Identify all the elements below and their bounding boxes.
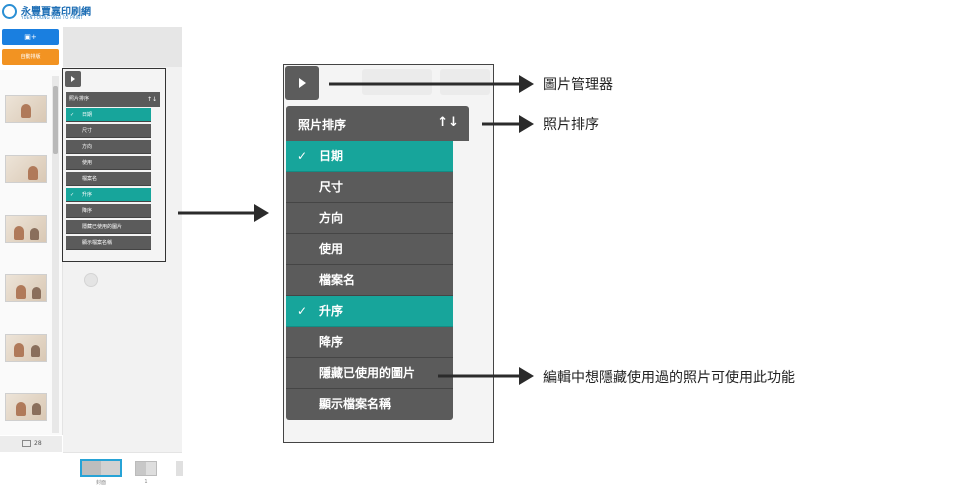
mini-sort-item-usage[interactable]: 使用 xyxy=(66,156,151,170)
sort-option-label: 尺寸 xyxy=(319,180,344,194)
check-icon: ✓ xyxy=(297,304,308,318)
sort-option-orientation[interactable]: 方向 xyxy=(286,203,453,234)
logo-title: 永豐賈嘉印刷網 xyxy=(21,7,91,18)
check-icon: ✓ xyxy=(70,192,75,198)
auto-fill-button[interactable]: 自動排版 xyxy=(2,49,59,65)
photo-thumbnail[interactable] xyxy=(5,274,47,302)
photo-thumbnail[interactable] xyxy=(5,215,47,243)
scrollbar-thumb[interactable] xyxy=(53,86,58,154)
annotation-photo-sort: 照片排序 xyxy=(543,117,599,133)
sort-option-ascending[interactable]: ✓ 升序 xyxy=(286,296,453,327)
photo-thumbnail[interactable] xyxy=(5,334,47,362)
mini-sort-item-descending[interactable]: 降序 xyxy=(66,204,151,218)
sort-option-label: 檔案名 xyxy=(319,273,356,287)
sort-panel-zoomed: 照片排序 ↑↓ ✓ 日期 尺寸 方向 使用 檔案名 ✓ 升序 降序 隱藏已使用的圖片… xyxy=(283,64,494,443)
photo-stack-icon xyxy=(22,440,31,447)
mini-sort-item-show-filename[interactable]: 顯示檔案名稱 xyxy=(66,236,151,250)
mini-sort-item-filename[interactable]: 檔案名 xyxy=(66,172,151,186)
logo-subtitle: YUEN FOONG WEB TO PRINT xyxy=(21,15,83,20)
sort-option-show-filename[interactable]: 顯示檔案名稱 xyxy=(286,389,453,420)
photo-thumbnail[interactable] xyxy=(5,393,47,421)
mini-image-manager-button[interactable] xyxy=(65,71,81,87)
photo-sort-title: 照片排序 xyxy=(298,118,347,132)
page-label-cover: 封面 xyxy=(95,480,106,486)
sort-option-usage[interactable]: 使用 xyxy=(286,234,453,265)
photo-count-bar: 28 xyxy=(0,436,62,452)
ghost-toolbar-button xyxy=(362,69,432,95)
sort-option-filename[interactable]: 檔案名 xyxy=(286,265,453,296)
photo-thumbnail[interactable] xyxy=(5,155,47,183)
sort-option-label: 方向 xyxy=(319,211,344,225)
page-label-1: 1 xyxy=(144,479,148,485)
check-icon: ✓ xyxy=(297,149,308,163)
mini-sort-panel: 照片排序 ↑↓ ✓日期 尺寸 方向 使用 檔案名 ✓升序 降序 隱藏已使用的圖片… xyxy=(62,68,166,262)
collapse-circle-icon[interactable] xyxy=(84,273,98,287)
mini-sort-item-size[interactable]: 尺寸 xyxy=(66,124,151,138)
photo-sort-header[interactable]: 照片排序 ↑↓ xyxy=(286,106,469,141)
mini-sort-item-hide-used[interactable]: 隱藏已使用的圖片 xyxy=(66,220,151,234)
page-thumbnail-cover[interactable] xyxy=(80,459,122,477)
sort-option-label: 日期 xyxy=(319,149,344,163)
page-thumbnail-2[interactable] xyxy=(176,461,183,476)
sort-option-label: 升序 xyxy=(319,304,344,318)
mini-sort-title: 照片排序 xyxy=(69,96,90,102)
annotation-image-manager: 圖片管理器 xyxy=(543,77,613,93)
photo-thumbnail[interactable] xyxy=(5,95,47,123)
brand-logo: 永豐賈嘉印刷網 YUEN FOONG WEB TO PRINT xyxy=(2,3,122,23)
sort-arrows-icon: ↑↓ xyxy=(437,115,459,130)
photo-count: 28 xyxy=(34,440,42,447)
mini-sort-item-orientation[interactable]: 方向 xyxy=(66,140,151,154)
logo-mark-icon xyxy=(2,4,17,19)
annotation-hide-used: 編輯中想隱藏使用過的照片可使用此功能 xyxy=(543,370,795,386)
mini-sort-item-date[interactable]: ✓日期 xyxy=(66,108,151,122)
sort-option-hide-used[interactable]: 隱藏已使用的圖片 xyxy=(286,358,453,389)
page-thumbnail-1[interactable] xyxy=(135,461,157,476)
ghost-toolbar-button xyxy=(440,69,490,95)
add-photo-button[interactable]: ▣+ xyxy=(2,29,59,45)
sort-option-date[interactable]: ✓ 日期 xyxy=(286,141,453,172)
sort-option-label: 顯示檔案名稱 xyxy=(319,397,392,411)
sort-option-label: 降序 xyxy=(319,335,344,349)
mini-sort-header[interactable]: 照片排序 ↑↓ xyxy=(66,92,160,107)
sort-option-label: 隱藏已使用的圖片 xyxy=(319,366,416,380)
mini-sort-item-ascending[interactable]: ✓升序 xyxy=(66,188,151,202)
sort-option-label: 使用 xyxy=(319,242,344,256)
mini-sort-arrows-icon: ↑↓ xyxy=(146,96,157,103)
sort-option-size[interactable]: 尺寸 xyxy=(286,172,453,203)
image-manager-button[interactable] xyxy=(285,66,319,100)
toolbar-area xyxy=(63,27,182,67)
thumbnail-scrollbar[interactable] xyxy=(52,76,59,433)
check-icon: ✓ xyxy=(70,112,75,118)
sort-option-descending[interactable]: 降序 xyxy=(286,327,453,358)
